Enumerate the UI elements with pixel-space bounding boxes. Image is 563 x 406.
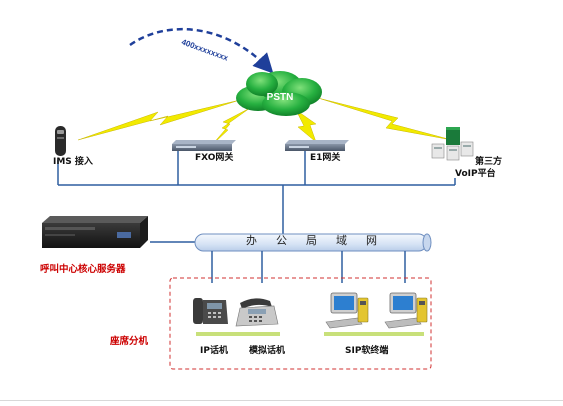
- ip-phone-icon: [193, 298, 228, 324]
- third-party-label-line2: VoIP平台: [455, 169, 496, 179]
- access-bus: [57, 150, 456, 243]
- lightning-fxo: [211, 107, 251, 146]
- ip-phone-label: IP话机: [200, 346, 228, 356]
- pstn-cloud: [236, 71, 322, 116]
- pstn-label: PSTN: [267, 92, 294, 103]
- lightning-third: [317, 97, 453, 141]
- bottom-divider: [0, 400, 563, 401]
- sip-highlight-bar: [324, 332, 424, 336]
- third-party-label-line1: 第三方: [475, 157, 503, 167]
- sip-terminal-label: SIP软终端: [345, 346, 389, 356]
- e1-gateway-icon: [285, 140, 349, 151]
- voip-platform-icon: [431, 127, 474, 161]
- lan-label-char-5: 网: [366, 234, 377, 247]
- fxo-gateway-icon: [172, 140, 236, 151]
- phones-highlight-bar: [196, 332, 280, 336]
- fxo-gateway-label: FXO网关: [195, 153, 234, 163]
- number-label: 400xxxxxxxx: [180, 37, 230, 62]
- lightning-links: [77, 97, 453, 146]
- lan-label-char-4: 域: [336, 234, 347, 247]
- call-center-server-icon: [42, 216, 148, 248]
- lan-label-char-2: 公: [276, 234, 287, 247]
- analog-phone-icon: [235, 298, 279, 327]
- call-arrow: [129, 27, 274, 74]
- lan-label-char-3: 局: [306, 234, 317, 247]
- lan-tube: [194, 233, 432, 252]
- lightning-e1: [295, 109, 317, 143]
- server-label: 呼叫中心核心服务器: [40, 264, 126, 275]
- sip-terminal-icon-2: [384, 292, 428, 329]
- sip-terminal-icon-1: [325, 292, 369, 329]
- agent-group-box: [169, 277, 432, 370]
- agent-group-label: 座席分机: [110, 336, 149, 347]
- ims-label: IMS 接入: [53, 157, 93, 167]
- e1-gateway-label: E1网关: [310, 153, 341, 163]
- lan-label-char-1: 办: [246, 234, 257, 247]
- ims-device-icon: [55, 126, 66, 156]
- lightning-ims: [77, 99, 241, 141]
- analog-phone-label: 模拟话机: [249, 346, 286, 356]
